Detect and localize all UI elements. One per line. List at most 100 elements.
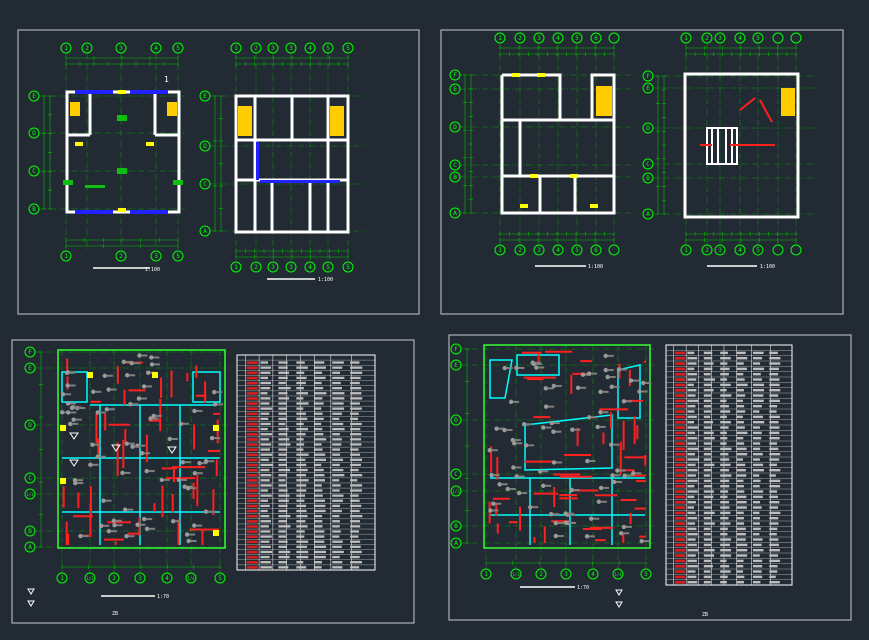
column-tag xyxy=(641,390,648,393)
column-pile xyxy=(130,444,135,449)
table-cell-value xyxy=(332,463,340,467)
table-cell-value xyxy=(260,561,271,564)
table-cell-value xyxy=(687,517,698,520)
column-pile xyxy=(497,482,502,487)
column-pile xyxy=(102,373,108,378)
p2b-grid-top-bubble-0: 1 xyxy=(680,32,692,44)
table-cell-value xyxy=(260,448,270,451)
table-cell-value xyxy=(350,433,362,436)
table-cell-value xyxy=(314,555,326,559)
table-cell-value xyxy=(296,386,304,390)
table-cell-value xyxy=(278,555,290,559)
table-cell-value xyxy=(703,389,714,392)
table-cell-value xyxy=(296,366,308,369)
table-cell-value xyxy=(752,367,765,371)
table-cell-id xyxy=(674,351,685,355)
column-tag xyxy=(77,482,84,485)
p2a-grid-left-bubble-0: F xyxy=(449,69,461,81)
svg-text:F: F xyxy=(454,346,458,353)
column-tag xyxy=(547,387,554,390)
table-cell-value xyxy=(278,366,288,369)
table-cell-value xyxy=(703,490,714,493)
column-tag xyxy=(556,461,563,464)
table-cell-value xyxy=(769,501,780,504)
svg-text:5: 5 xyxy=(346,45,350,52)
table-cell-value xyxy=(687,479,698,483)
plan-1a-columns xyxy=(63,115,183,188)
column-pile xyxy=(516,490,522,496)
column-pile xyxy=(68,421,73,427)
structural-plan-3-markers xyxy=(60,372,219,536)
svg-text:5: 5 xyxy=(756,35,760,42)
table-cell-value xyxy=(687,394,696,397)
column-tag xyxy=(513,400,520,403)
table-cell-value xyxy=(720,485,730,488)
column-pile xyxy=(212,389,217,395)
table-cell-id xyxy=(246,402,258,405)
column-pile xyxy=(65,383,70,388)
table-cell-value xyxy=(736,469,746,472)
p1b-grid-bottom-bubble-3: 3 xyxy=(285,261,297,273)
svg-text:C: C xyxy=(203,181,207,188)
column-tag xyxy=(553,513,560,516)
column-tag xyxy=(70,411,77,414)
svg-text:1: 1 xyxy=(60,575,64,582)
table-cell-value xyxy=(260,540,270,543)
table-cell-value xyxy=(278,535,287,538)
p2a-grid-bottom-bubble-3: 4 xyxy=(552,244,564,256)
table-cell-value xyxy=(703,453,711,456)
table-cell-value xyxy=(278,381,286,385)
table-cell-value xyxy=(260,555,270,559)
table-cell-value xyxy=(687,485,695,488)
table-cell-value xyxy=(703,421,714,424)
table-cell-id xyxy=(674,533,685,536)
p2b-grid-left-bubble-2: D xyxy=(642,122,654,134)
column-pile xyxy=(586,415,592,420)
plan-1a-symbols xyxy=(75,90,154,212)
svg-text:1: 1 xyxy=(64,253,68,260)
svg-text:5: 5 xyxy=(346,264,350,271)
table-cell-value xyxy=(769,447,779,451)
column-tag xyxy=(208,460,215,463)
table-cell-value xyxy=(278,489,288,492)
table-cell-value xyxy=(752,533,760,536)
table-cell-id xyxy=(674,367,685,371)
table-cell-value xyxy=(720,554,732,557)
table-cell-value xyxy=(314,499,326,502)
table-cell-id xyxy=(246,458,258,462)
table-cell-value xyxy=(687,575,697,579)
table-cell-value xyxy=(332,530,341,533)
table-cell-value xyxy=(752,357,763,360)
table-cell-value xyxy=(703,549,715,552)
table-cell-value xyxy=(332,453,341,456)
column-pile xyxy=(563,511,568,516)
table-cell-value xyxy=(296,504,307,508)
column-tag xyxy=(103,524,110,527)
column-tag xyxy=(557,535,564,538)
table-cell-value xyxy=(350,514,363,518)
table-cell-value xyxy=(720,351,728,355)
column-pile xyxy=(511,441,517,446)
p2a-grid-bottom-bubble-5: 6 xyxy=(590,244,602,256)
svg-text:C: C xyxy=(453,162,457,169)
table-cell-id xyxy=(246,427,258,431)
table-cell-value xyxy=(720,405,729,408)
table-cell-value xyxy=(332,392,345,395)
column-tag xyxy=(495,502,502,505)
table-cell-value xyxy=(736,389,744,392)
column-tag xyxy=(133,362,140,365)
table-cell-value xyxy=(687,474,696,477)
table-cell-value xyxy=(769,389,781,392)
column-pile xyxy=(112,523,117,528)
p3-grid-bottom-bubble-5: 1/4 xyxy=(185,572,197,584)
table-cell-value xyxy=(260,545,271,548)
column-pile xyxy=(101,498,106,503)
table-cell-id xyxy=(246,392,258,395)
column-tag xyxy=(175,520,182,523)
p4-grid-bottom-bubble-3: 3 xyxy=(560,568,572,580)
table-cell-value xyxy=(332,417,340,421)
table-cell-value xyxy=(769,581,780,584)
svg-text:3: 3 xyxy=(271,264,275,271)
table-cell-value xyxy=(314,381,322,385)
